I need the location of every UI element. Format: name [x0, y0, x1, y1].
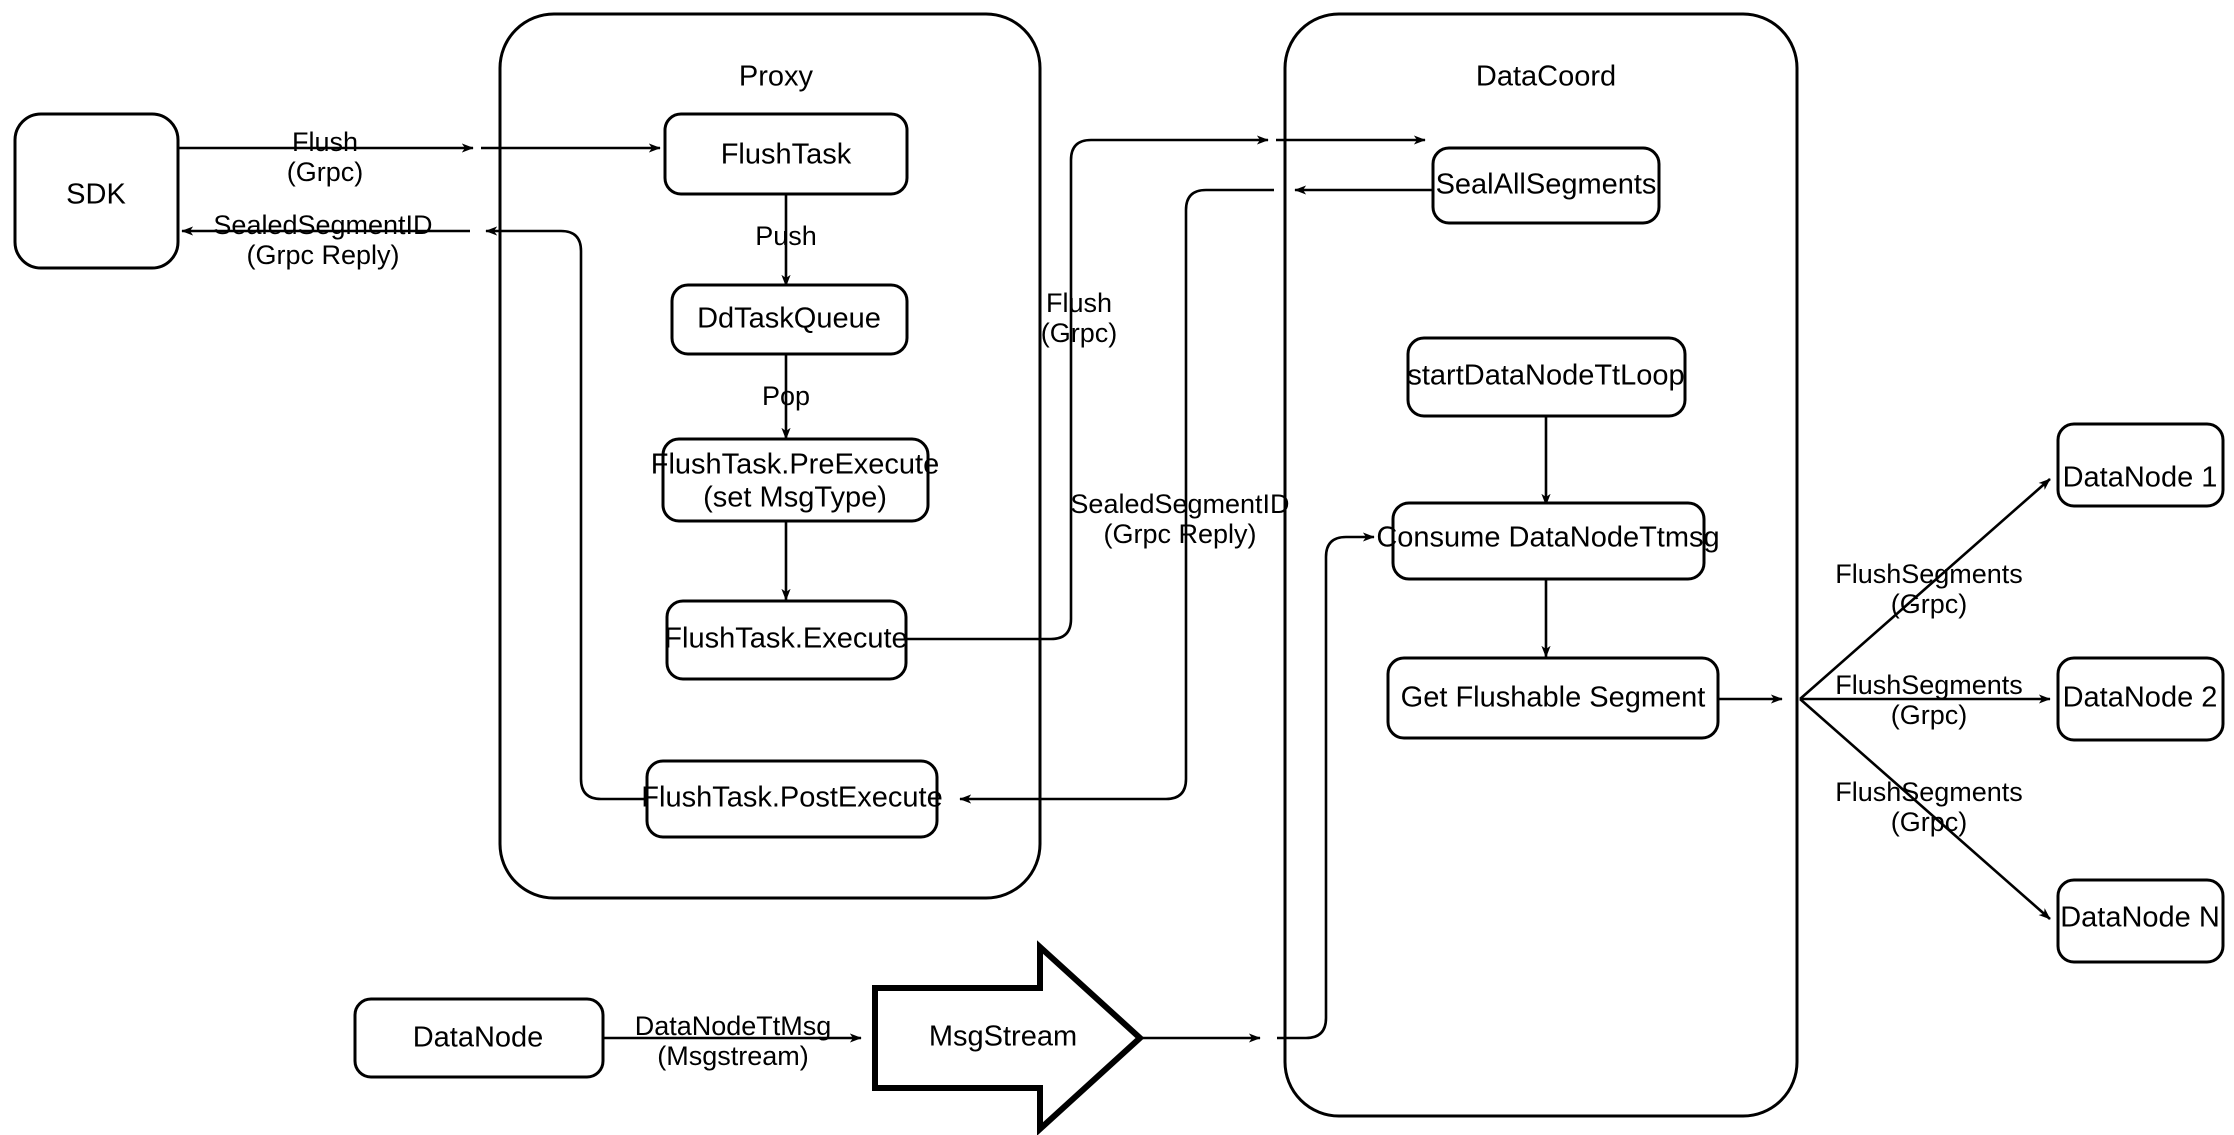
edge-label-flush-line2: (Grpc): [287, 157, 364, 187]
consume-datanodettmsg-label: Consume DataNodeTtmsg: [1376, 522, 1719, 554]
edge-hub-to-datanode1: [1799, 478, 2051, 700]
sdk-label: SDK: [66, 179, 126, 211]
node-startdatanodettloop[interactable]: startDataNodeTtLoop: [1406, 336, 1687, 418]
postexecute-box: [645, 759, 939, 839]
node-ddtaskqueue[interactable]: DdTaskQueue: [670, 283, 909, 356]
preexecute-label-line2: (set MsgType): [703, 482, 887, 514]
node-consume-datanodettmsg[interactable]: Consume DataNodeTtmsg: [1376, 501, 1720, 581]
edge-label-sealedsegmentid2-line2: (Grpc Reply): [1103, 519, 1256, 549]
node-flushtask-preexecute[interactable]: FlushTask.PreExecute (set MsgType): [651, 437, 940, 523]
edge-label-sealedsegmentid2-line1: SealedSegmentID: [1070, 489, 1289, 519]
node-sealallsegments[interactable]: SealAllSegments: [1431, 146, 1661, 225]
node-sdk[interactable]: SDK: [13, 112, 180, 270]
edge-datacoord-boundary-to-postexecute: [959, 188, 1274, 804]
ddtaskqueue-box: [670, 283, 909, 356]
execute-label: FlushTask.Execute: [664, 623, 907, 655]
datanode-2-label: DataNode 2: [2063, 682, 2218, 714]
edge-label-flushsegments2-line2: (Grpc): [1891, 700, 1968, 730]
get-flushable-segment-box: [1386, 656, 1720, 740]
edge-label-flushsegmentsn-line1: FlushSegments: [1835, 777, 2023, 807]
edge-label-proxy-to-sdk: SealedSegmentID (Grpc Reply): [213, 210, 432, 270]
edge-label-sdk-to-proxy: Flush (Grpc): [287, 127, 364, 187]
node-datanode-1[interactable]: DataNode 1: [2056, 422, 2225, 508]
msgstream-label: MsgStream: [929, 1021, 1077, 1053]
edge-label-push: Push: [755, 221, 817, 251]
sdk-box: [13, 112, 180, 270]
edge-label-flushsegmentsn-line2: (Grpc): [1891, 807, 1968, 837]
startdatanodettloop-label: startDataNodeTtLoop: [1407, 360, 1684, 392]
flushtask-box: [663, 112, 909, 196]
datacoord-container-label: DataCoord: [1476, 61, 1616, 93]
datanode-2-box: [2056, 656, 2225, 742]
edge-label-flush-grpc-line1: Flush: [1046, 288, 1112, 318]
node-msgstream[interactable]: MsgStream: [872, 940, 1145, 1135]
preexecute-box: [661, 437, 930, 523]
node-flushtask[interactable]: FlushTask: [663, 112, 909, 196]
preexecute-label-line1: FlushTask.PreExecute: [651, 449, 940, 481]
edge-execute-to-datacoord-flush: [906, 135, 1269, 641]
edge-label-flushsegments-n: FlushSegments (Grpc): [1835, 777, 2023, 837]
edge-label-datanode-ttmsg: DataNodeTtMsg (Msgstream): [635, 1011, 832, 1071]
get-flushable-segment-label: Get Flushable Segment: [1401, 682, 1706, 714]
node-datanode-bottom[interactable]: DataNode: [353, 997, 605, 1079]
container-proxy[interactable]: Proxy: [498, 12, 1042, 900]
proxy-container-shape: [498, 12, 1042, 900]
sealallsegments-label: SealAllSegments: [1436, 169, 1657, 201]
datanode-bottom-label: DataNode: [413, 1022, 544, 1054]
consume-datanodettmsg-box: [1391, 501, 1706, 581]
datacoord-container-shape: [1283, 12, 1799, 1118]
flushtask-label: FlushTask: [721, 139, 852, 171]
node-flushtask-postexecute[interactable]: FlushTask.PostExecute: [641, 759, 943, 839]
edge-label-proxy-to-datacoord: Flush (Grpc): [1041, 288, 1118, 348]
edge-label-flush-grpc-line2: (Grpc): [1041, 318, 1118, 348]
edge-label-datanodettmsg-line1: DataNodeTtMsg: [635, 1011, 832, 1041]
edge-label-flushsegments-2: FlushSegments (Grpc): [1835, 670, 2023, 730]
postexecute-label: FlushTask.PostExecute: [641, 782, 942, 814]
proxy-container-label: Proxy: [739, 61, 814, 93]
edge-label-flushsegments1-line1: FlushSegments: [1835, 559, 2023, 589]
edge-label-datacoord-to-proxy: SealedSegmentID (Grpc Reply): [1070, 489, 1289, 549]
edge-label-flushsegments1-line2: (Grpc): [1891, 589, 1968, 619]
edge-label-pop-text: Pop: [762, 381, 810, 411]
node-flushtask-execute[interactable]: FlushTask.Execute: [664, 599, 908, 681]
datanode-1-label: DataNode 1: [2063, 462, 2218, 494]
edge-postexecute-to-proxy-boundary: [485, 226, 645, 801]
edge-label-sealedsegmentid-line1: SealedSegmentID: [213, 210, 432, 240]
edge-label-flush-line1: Flush: [292, 127, 358, 157]
node-datanode-n[interactable]: DataNode N: [2056, 878, 2225, 964]
container-datacoord[interactable]: DataCoord: [1283, 12, 1799, 1118]
node-datanode-2[interactable]: DataNode 2: [2056, 656, 2225, 742]
edge-label-pop: Pop: [762, 381, 810, 411]
startdatanodettloop-box: [1406, 336, 1687, 418]
edge-hub-to-datanoden: [1799, 698, 2051, 920]
edge-label-push-text: Push: [755, 221, 817, 251]
sealallsegments-box: [1431, 146, 1661, 225]
datanode-1-box: [2056, 422, 2225, 508]
datanode-bottom-box: [353, 997, 605, 1079]
edge-label-flushsegments2-line1: FlushSegments: [1835, 670, 2023, 700]
edge-label-flushsegments-1: FlushSegments (Grpc): [1835, 559, 2023, 619]
edge-label-datanodettmsg-line2: (Msgstream): [657, 1041, 809, 1071]
datanode-n-box: [2056, 878, 2225, 964]
execute-box: [665, 599, 908, 681]
msgstream-arrow-shape: [872, 940, 1145, 1135]
edge-datacoord-boundary-to-consume: [1277, 532, 1375, 1040]
edge-label-sealedsegmentid-line2: (Grpc Reply): [246, 240, 399, 270]
node-get-flushable-segment[interactable]: Get Flushable Segment: [1386, 656, 1720, 740]
ddtaskqueue-label: DdTaskQueue: [697, 303, 881, 335]
datanode-n-label: DataNode N: [2060, 902, 2220, 934]
